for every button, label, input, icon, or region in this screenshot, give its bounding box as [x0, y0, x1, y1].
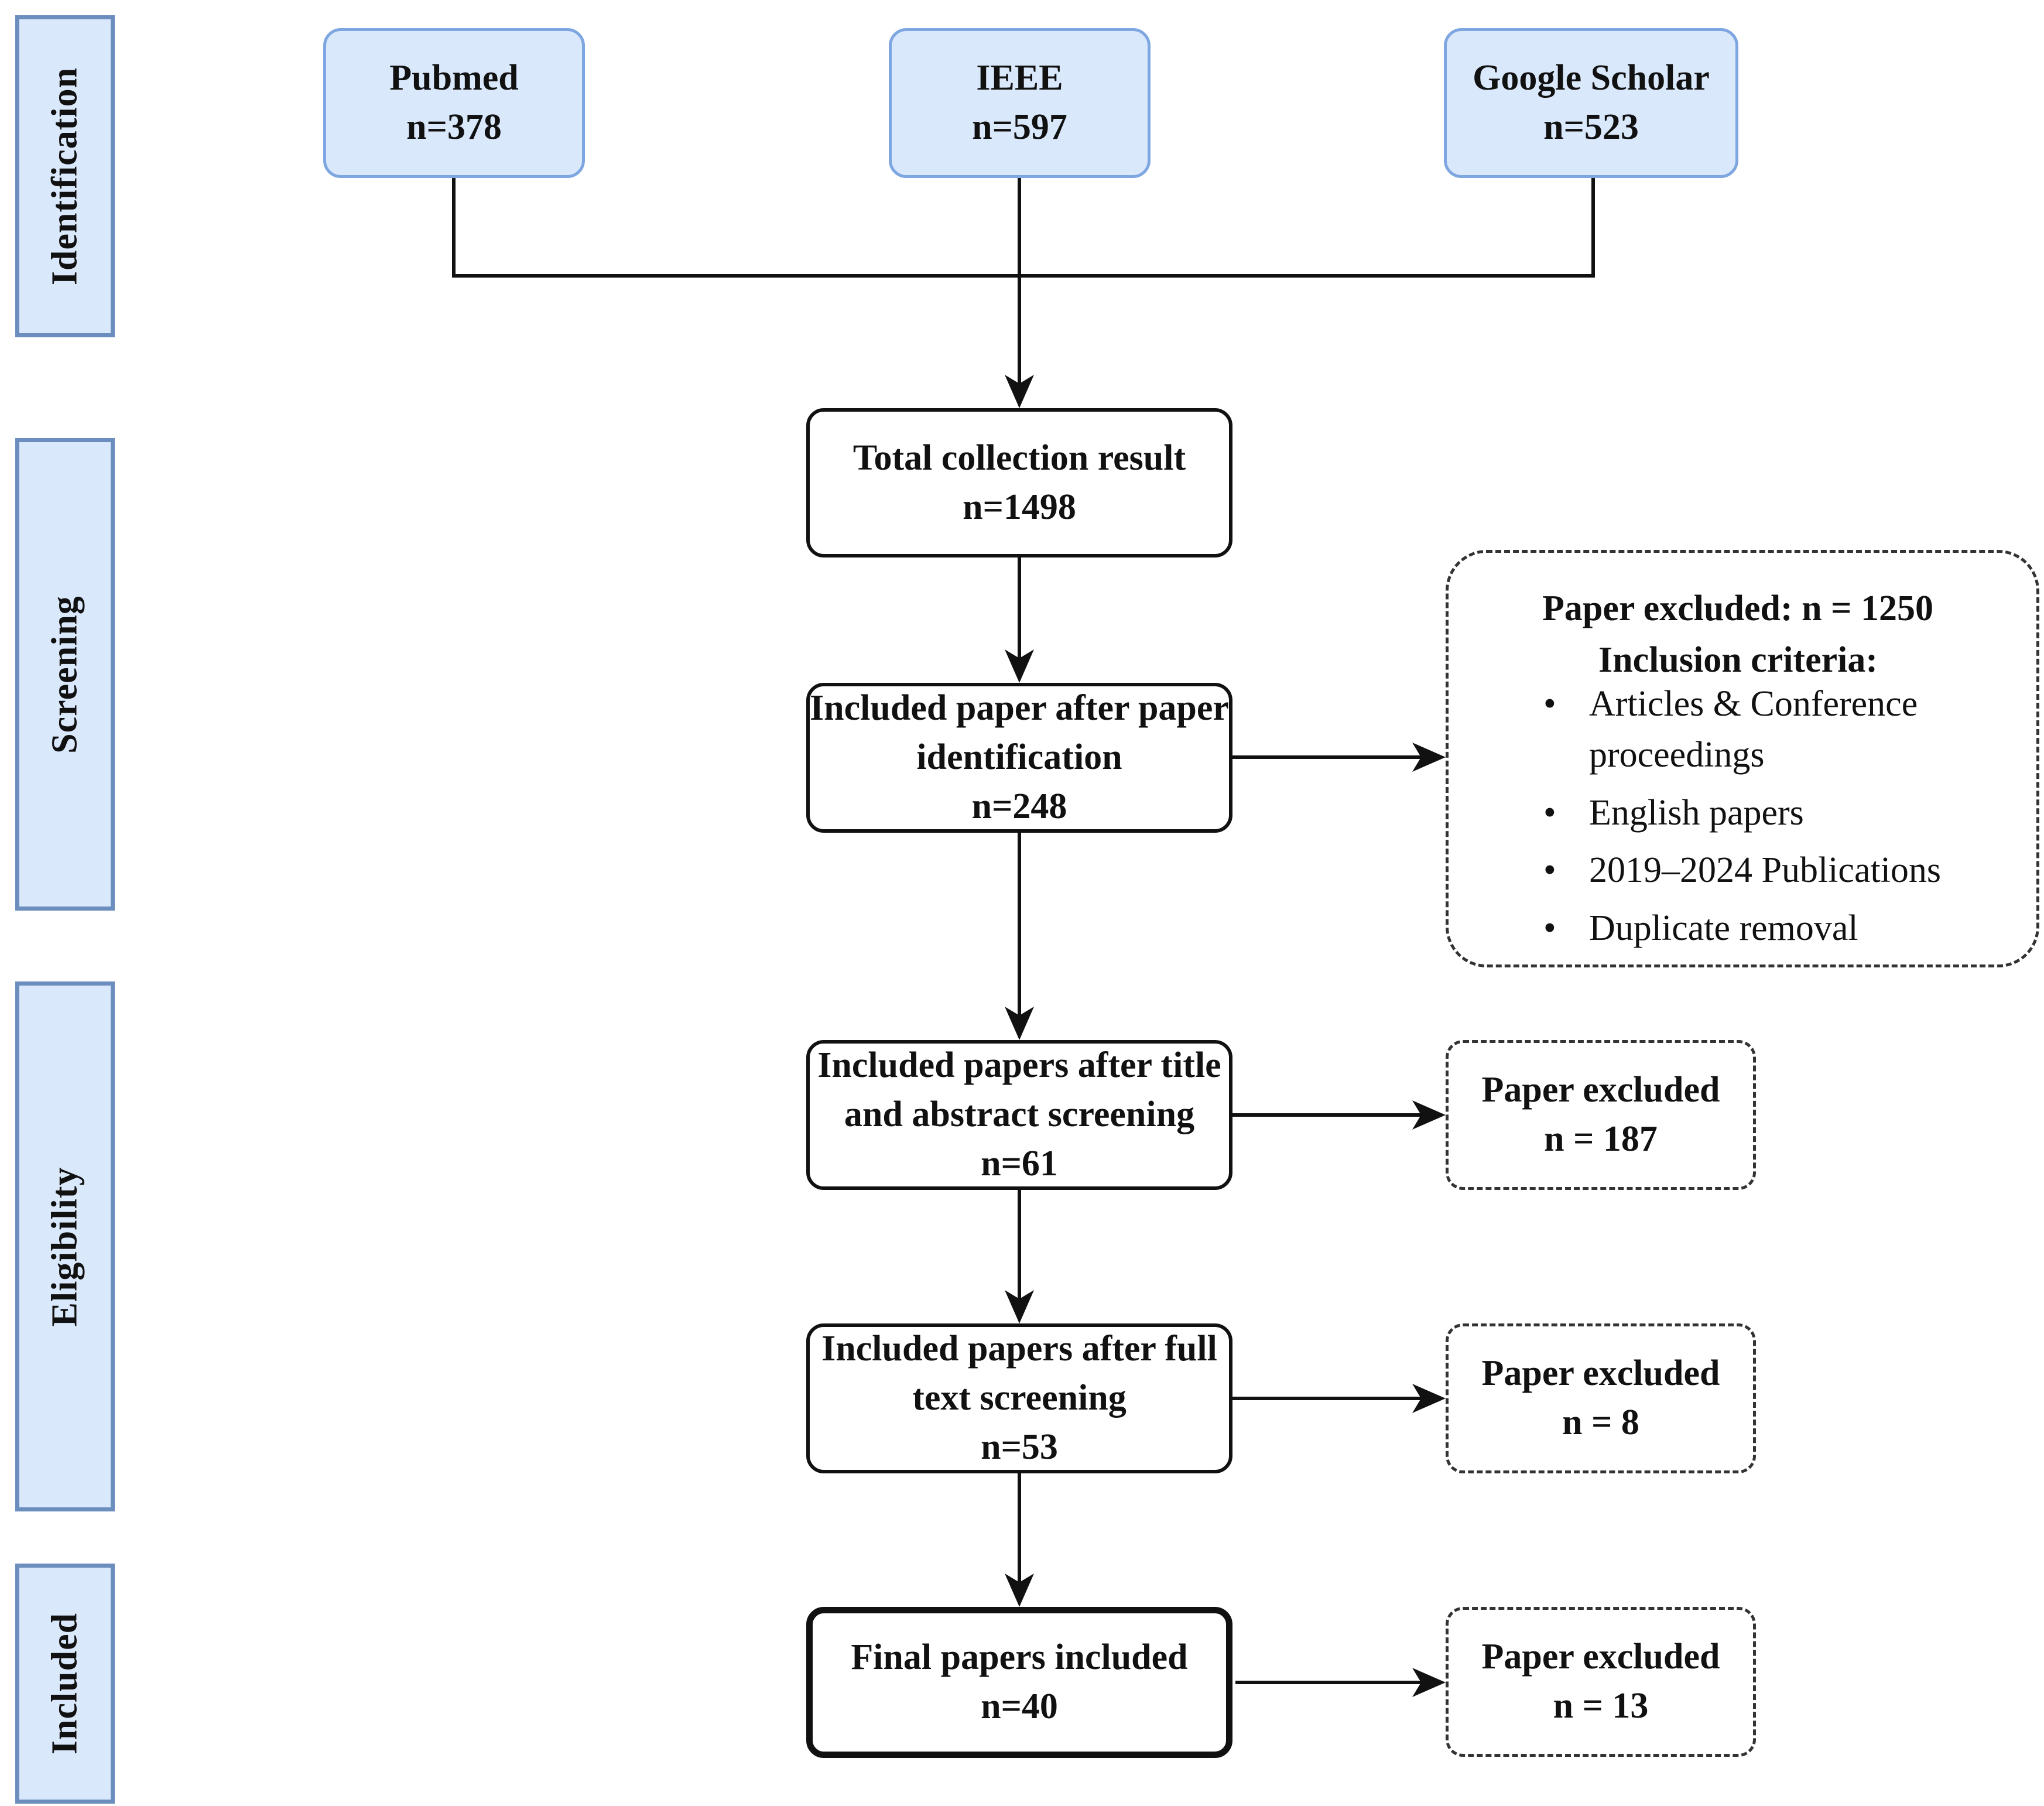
arrowhead-total [1005, 375, 1034, 408]
source-google-scholar-box: Google Scholar n=523 [1444, 28, 1738, 178]
excluded-label: Paper excluded [1481, 1353, 1720, 1394]
box-count: n=61 [981, 1143, 1058, 1184]
excluded-full-text-box: Paper excluded n = 8 [1446, 1323, 1756, 1473]
box-label-line1: Included papers after title [817, 1045, 1221, 1086]
source-pubmed-box: Pubmed n=378 [323, 28, 585, 178]
box-label-line1: Included papers after full [821, 1329, 1217, 1369]
criteria-item-text-cont: proceedings [1589, 734, 1765, 775]
arrowhead-fulltext [1005, 1290, 1034, 1323]
arrowhead-excl-title [1412, 1100, 1446, 1130]
criteria-item: •Duplicate removal [1543, 908, 1858, 949]
box-label-line2: identification [916, 737, 1122, 778]
source-name: IEEE [976, 58, 1063, 98]
merge-line [452, 178, 1595, 278]
source-name: Pubmed [389, 58, 519, 98]
criteria-heading: Paper excluded: n = 1250 [1542, 589, 1933, 628]
stage-included: Included [15, 1564, 115, 1804]
stage-screening: Screening [15, 438, 115, 911]
stage-eligibility: Eligibility [15, 981, 115, 1511]
excluded-final-box: Paper excluded n = 13 [1446, 1607, 1756, 1757]
box-count: n=248 [971, 786, 1067, 826]
source-ieee-box: IEEE n=597 [889, 28, 1151, 178]
criteria-item: •English papers [1543, 792, 1804, 833]
stage-screening-label: Screening [44, 595, 85, 754]
exclusion-criteria-box: Paper excluded: n = 1250 Inclusion crite… [1446, 550, 2039, 967]
excluded-title-abstract-box: Paper excluded n = 187 [1446, 1040, 1756, 1190]
box-label: Final papers included [851, 1637, 1188, 1678]
criteria-subheading: Inclusion criteria: [1598, 640, 1878, 680]
criteria-item: •2019–2024 Publications [1543, 850, 1942, 891]
stage-identification: Identification [15, 15, 115, 337]
full-text-result-box: Included papers after full text screenin… [806, 1323, 1232, 1473]
box-label: Total collection result [852, 437, 1186, 478]
excluded-label: Paper excluded [1481, 1070, 1720, 1110]
final-papers-box: Final papers included n=40 [806, 1607, 1232, 1758]
source-count: n=597 [972, 107, 1067, 147]
box-label-line2: and abstract screening [844, 1094, 1195, 1135]
excluded-label: Paper excluded [1481, 1637, 1720, 1677]
stage-eligibility-label: Eligibility [44, 1167, 85, 1326]
box-count: n=53 [981, 1427, 1058, 1467]
box-count: n=40 [981, 1687, 1058, 1726]
box-count: n=1498 [963, 487, 1076, 527]
criteria-item-text: Duplicate removal [1589, 908, 1858, 949]
source-count: n=523 [1543, 107, 1639, 147]
arrowhead-excl-fulltext [1412, 1384, 1446, 1413]
arrowhead-final [1005, 1574, 1034, 1607]
source-count: n=378 [406, 107, 502, 147]
criteria-item-text: English papers [1589, 792, 1804, 833]
criteria-item-text: 2019–2024 Publications [1589, 850, 1942, 891]
total-collection-box: Total collection result n=1498 [806, 408, 1232, 557]
box-label-line2: text screening [912, 1378, 1127, 1418]
title-abstract-result-box: Included papers after title and abstract… [806, 1040, 1232, 1190]
excluded-count: n = 13 [1553, 1686, 1649, 1726]
arrowhead-criteria [1412, 743, 1446, 772]
stage-included-label: Included [44, 1612, 85, 1755]
excluded-count: n = 8 [1562, 1403, 1639, 1442]
stage-identification-label: Identification [44, 67, 85, 286]
identification-result-box: Included paper after paper identificatio… [806, 683, 1232, 833]
source-name: Google Scholar [1473, 58, 1710, 98]
criteria-item-text: Articles & Conference [1589, 684, 1918, 724]
arrowhead-excl-final [1412, 1668, 1446, 1697]
box-label-line1: Included paper after paper [810, 688, 1229, 728]
arrowhead-title [1005, 1007, 1034, 1040]
arrowhead-ident [1005, 649, 1034, 683]
excluded-count: n = 187 [1544, 1119, 1658, 1159]
